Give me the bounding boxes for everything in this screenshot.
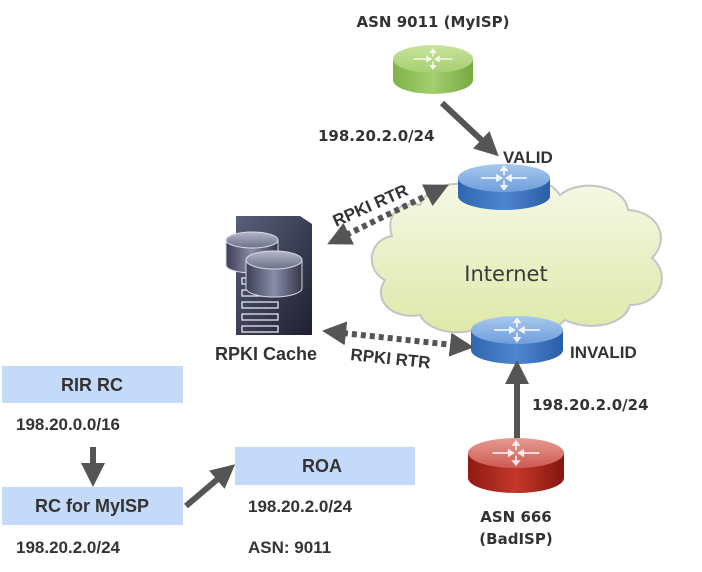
badisp-label-asn: ASN 666 — [480, 508, 552, 526]
rtr-link-bottom — [322, 321, 474, 357]
roa-title: ROA — [302, 456, 342, 476]
roa-box: ROA — [235, 447, 415, 485]
rc-myisp-box: RC for MyISP — [2, 487, 183, 525]
rir-rc-prefix: 198.20.0.0/16 — [16, 415, 120, 434]
rtr-label-bottom: RPKI RTR — [350, 345, 432, 372]
router-invalid — [471, 316, 563, 364]
rc-myisp-title: RC for MyISP — [35, 496, 149, 516]
announce-label-myisp: 198.20.2.0/24 — [318, 127, 435, 145]
router-myisp — [393, 45, 473, 94]
myisp-label: ASN 9011 (MyISP) — [357, 13, 510, 31]
cloud-label: Internet — [464, 262, 547, 286]
router-badisp — [468, 438, 564, 493]
rir-rc-box: RIR RC — [2, 366, 183, 403]
rir-rc-title: RIR RC — [61, 375, 123, 395]
router-valid — [458, 164, 550, 210]
rpki-cache-label: RPKI Cache — [215, 344, 317, 364]
badisp-label-name: (BadISP) — [479, 530, 552, 548]
announce-arrow-myisp — [439, 100, 499, 157]
roa-prefix: 198.20.2.0/24 — [248, 497, 353, 516]
valid-label: VALID — [503, 148, 553, 167]
invalid-label: INVALID — [570, 343, 637, 362]
rc-myisp-prefix: 198.20.2.0/24 — [16, 538, 121, 557]
announce-label-badisp: 198.20.2.0/24 — [532, 396, 649, 414]
rc-to-roa-arrow — [184, 464, 236, 509]
roa-asn: ASN: 9011 — [248, 538, 331, 557]
rpki-cache-server-icon — [225, 216, 312, 335]
rtr-link-top — [327, 184, 449, 245]
